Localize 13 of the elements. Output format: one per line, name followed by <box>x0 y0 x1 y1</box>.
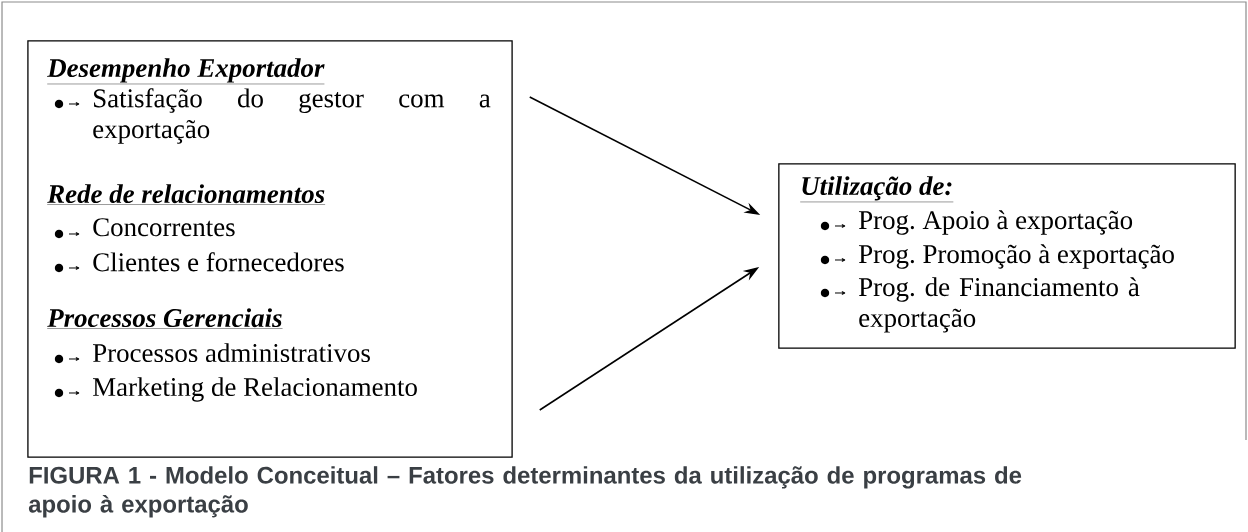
list-item: Prog. Apoio à exportação <box>859 210 1133 235</box>
list-item: Prog. Promoção à exportação <box>859 244 1174 269</box>
list-item: Marketing de Relacionamento <box>93 377 417 402</box>
list-item: Clientes e fornecedores <box>93 252 344 272</box>
list-item: Concorrentes <box>93 218 235 237</box>
list-item: Prog. de Financiamento à exportação <box>859 277 1140 333</box>
group-heading: Utilização de: <box>800 176 954 203</box>
group-heading: Desempenho Exportador <box>47 58 325 85</box>
list-item: Processos administrativos <box>93 343 370 363</box>
list-item: Satisfação do gestor com a exportação <box>93 88 491 144</box>
group-heading: Processos Gerenciais <box>47 308 283 329</box>
figure-caption: FIGURA 1 - Modelo Conceitual – Fatores determinantes da utilização de programas de apoio à exportação <box>28 466 1022 518</box>
group-heading: Rede de relacionamentos <box>47 184 326 205</box>
